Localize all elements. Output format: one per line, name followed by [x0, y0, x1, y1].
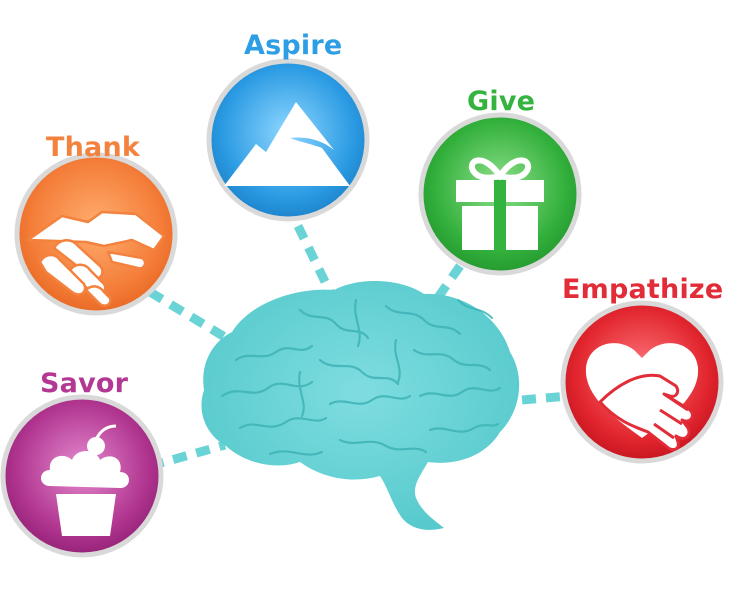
connector-give	[428, 263, 464, 309]
connector-savor	[148, 440, 227, 471]
label-savor: Savor	[40, 368, 129, 399]
label-give: Give	[467, 86, 536, 117]
node-give	[418, 112, 582, 276]
connectors	[147, 224, 569, 471]
node-savor	[0, 394, 164, 558]
heart-hand-icon	[585, 343, 699, 451]
node-empathize	[560, 300, 724, 464]
connector-empathize	[521, 391, 569, 405]
gift-icon	[456, 157, 544, 250]
label-empathize: Empathize	[562, 274, 724, 305]
handshake-icon	[26, 210, 166, 307]
cupcake-icon	[41, 424, 129, 536]
node-aspire	[206, 58, 370, 222]
connector-thank	[147, 288, 241, 349]
label-aspire: Aspire	[244, 30, 343, 61]
label-thank: Thank	[46, 132, 141, 163]
mountain-icon	[224, 102, 350, 186]
connector-aspire	[293, 224, 335, 294]
brain-icon	[201, 280, 520, 530]
node-thank	[14, 152, 178, 316]
